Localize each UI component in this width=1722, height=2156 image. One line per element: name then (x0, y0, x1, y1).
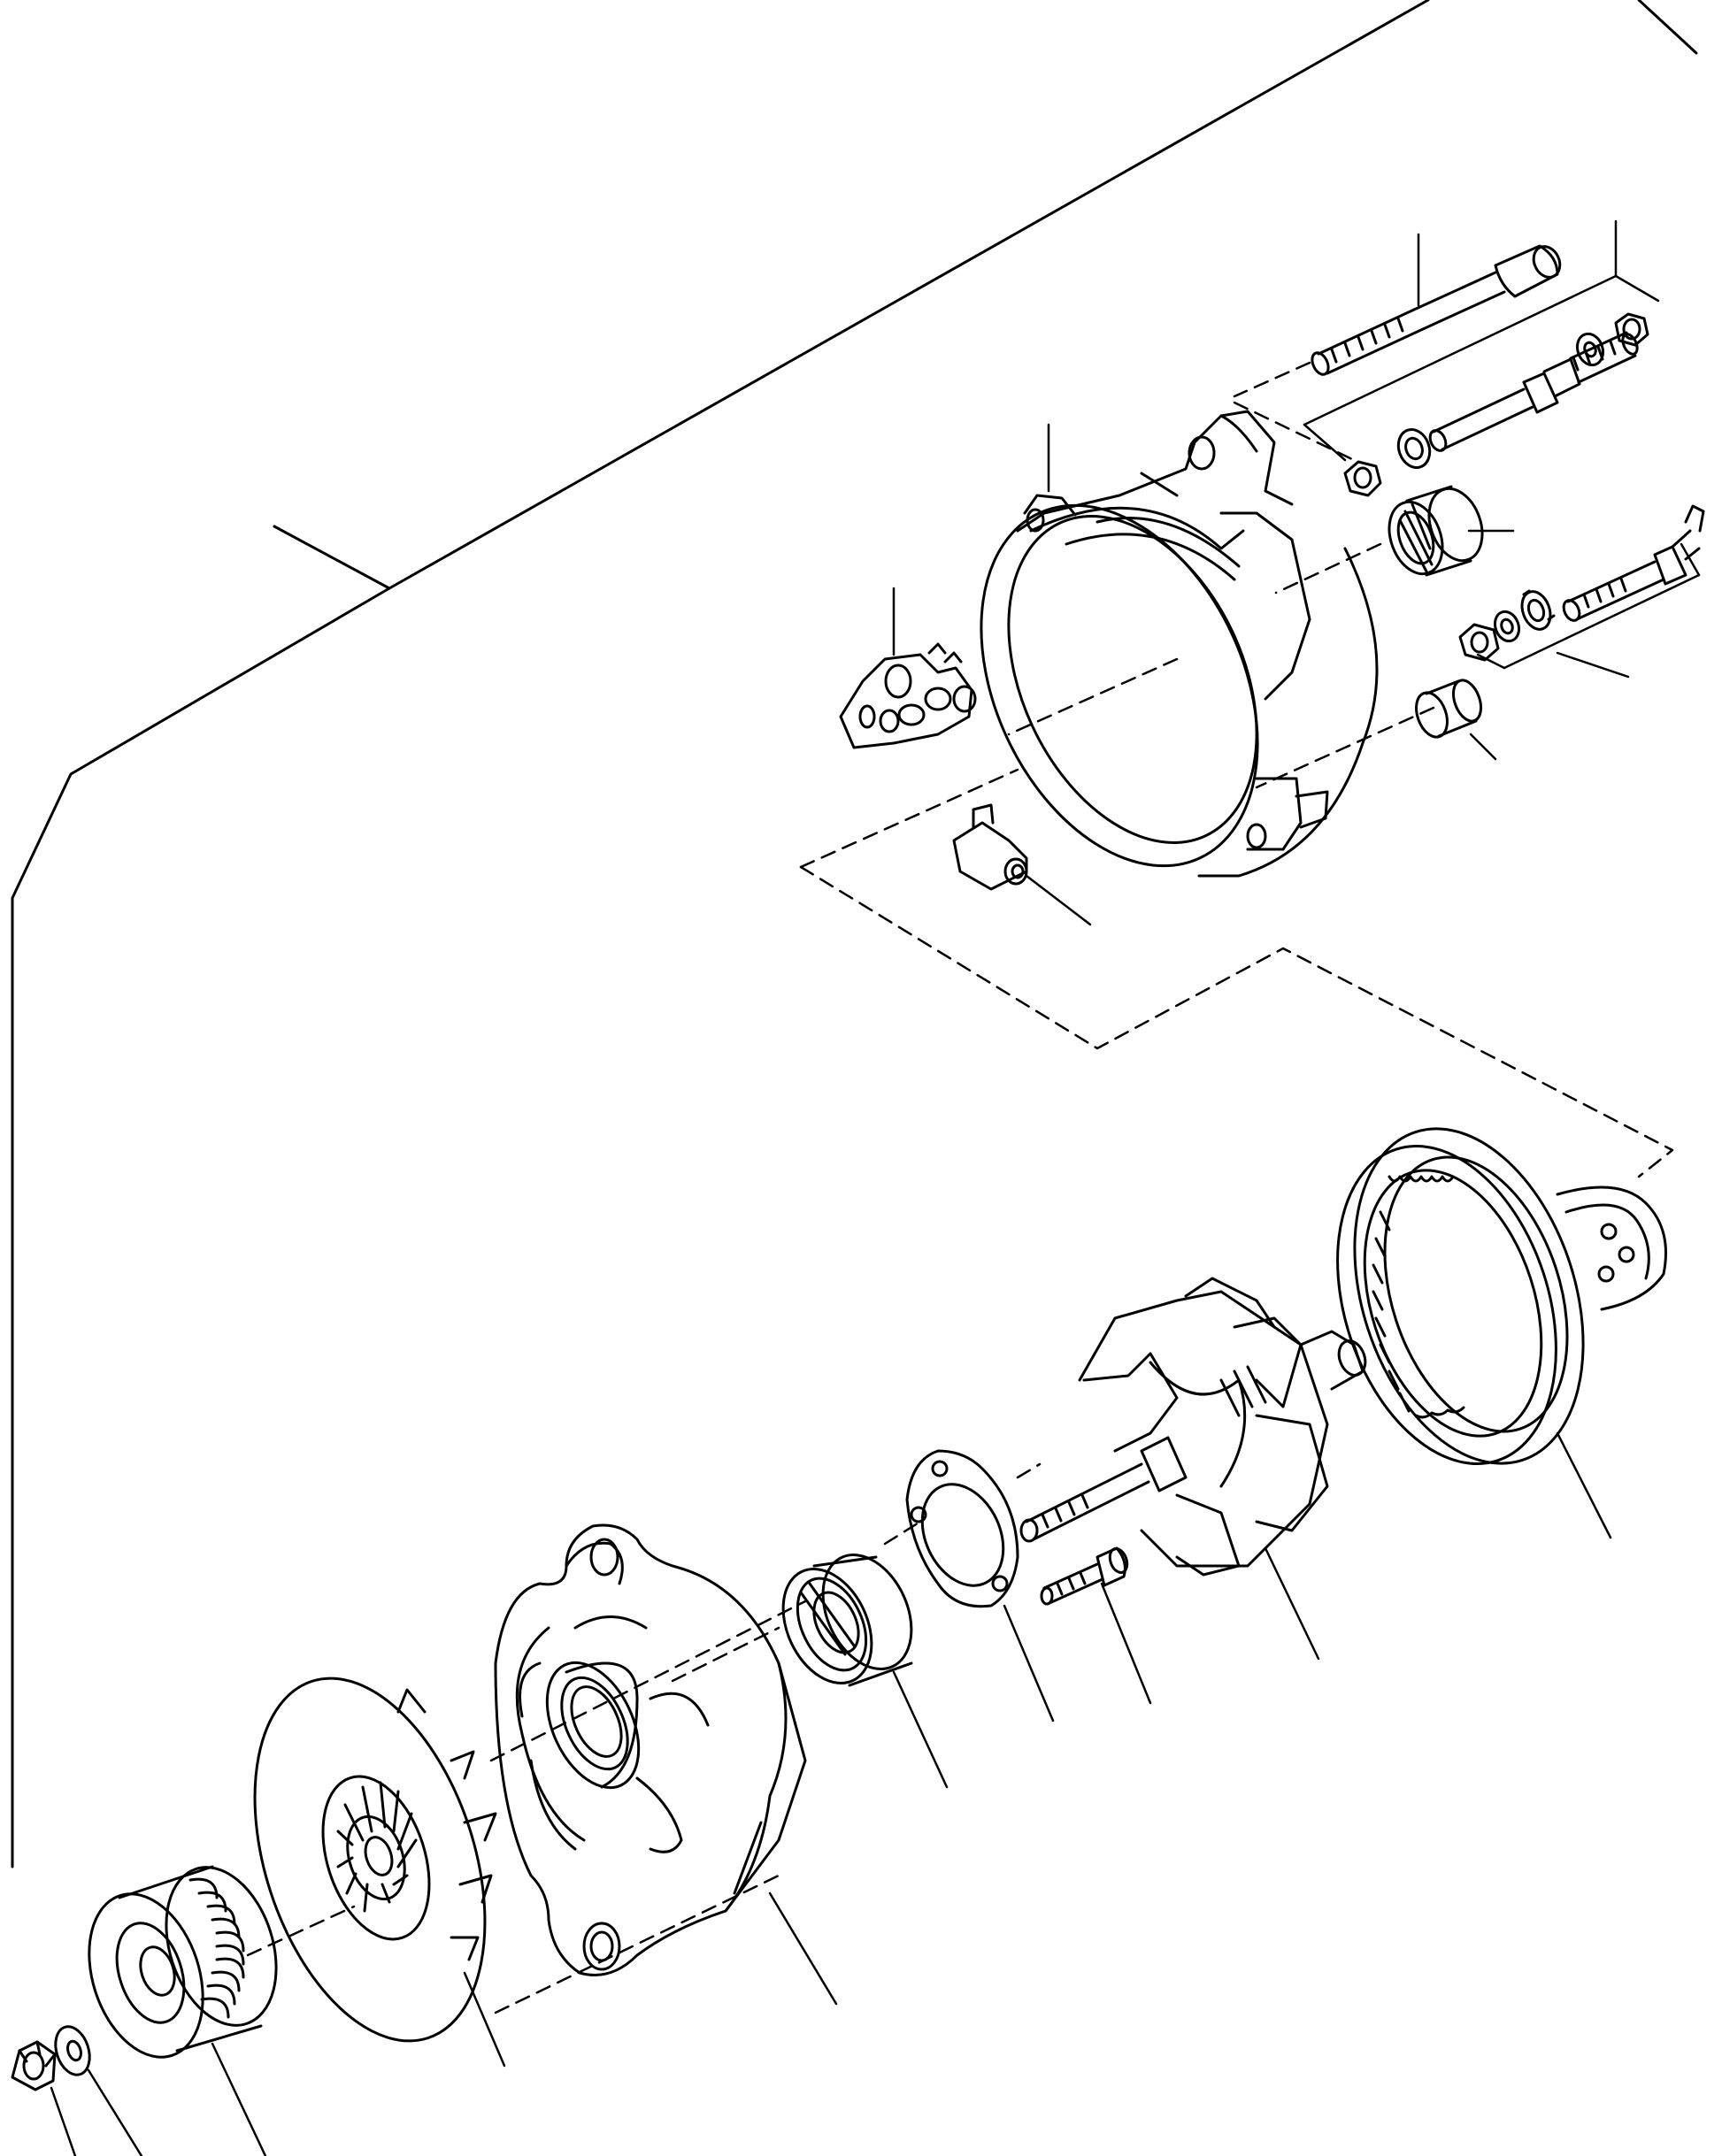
bolt-long (1311, 244, 1562, 376)
bearing-rear (1388, 485, 1484, 577)
washer-top (1575, 332, 1605, 367)
nut-mid (1343, 460, 1382, 497)
rectifier-bridge (839, 642, 977, 749)
fan (253, 1676, 497, 2043)
leader-lines (50, 219, 1701, 2156)
screw (1040, 1546, 1129, 1606)
nut-lower (1458, 623, 1500, 662)
pulley-nut (11, 2040, 57, 2091)
bearing-front (781, 1554, 913, 1687)
pulley (88, 1865, 278, 2059)
bolt-lower (1562, 504, 1705, 622)
retainer-plate (905, 1449, 1019, 1608)
assembly-dashed-lines (246, 361, 1674, 2014)
spacer-lower (1520, 589, 1556, 631)
brush-regulator (952, 803, 1028, 891)
drive-end-housing (494, 1523, 807, 1976)
bushing (1415, 679, 1483, 739)
spacer-mid (1396, 428, 1432, 469)
lock-washer (54, 2025, 91, 2076)
nut-top (1614, 312, 1649, 347)
rotor (1019, 1277, 1367, 1577)
frame-outline (11, 0, 1698, 1868)
stator (1336, 1127, 1667, 1465)
washer-lower (1493, 610, 1521, 643)
rear-housing (980, 410, 1379, 878)
